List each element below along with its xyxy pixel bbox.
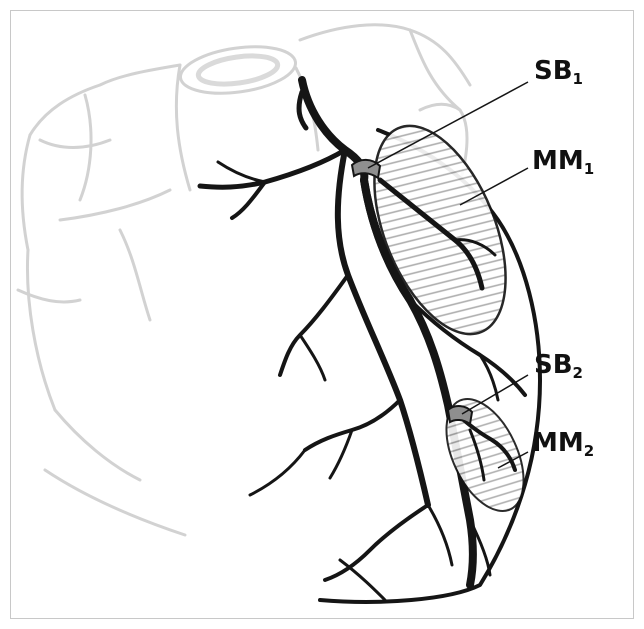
label-mm2-sub: 2 bbox=[584, 442, 594, 460]
label-sb2-sub: 2 bbox=[573, 364, 583, 382]
label-sb1-sub: 1 bbox=[573, 70, 583, 88]
label-mm2: MM2 bbox=[532, 430, 594, 459]
label-mm2-main: MM bbox=[532, 428, 584, 458]
aortic-root-outline bbox=[178, 40, 299, 100]
label-mm1-sub: 1 bbox=[584, 160, 594, 178]
label-sb1-main: SB bbox=[534, 56, 573, 86]
aortic-root-inner bbox=[197, 52, 280, 89]
label-sb2: SB2 bbox=[534, 352, 583, 381]
coronary-vessels bbox=[200, 80, 540, 602]
leader-line-sb2 bbox=[462, 375, 528, 414]
label-sb1: SB1 bbox=[534, 58, 583, 87]
label-mm1-main: MM bbox=[532, 146, 584, 176]
label-mm1: MM1 bbox=[532, 148, 594, 177]
label-sb2-main: SB bbox=[534, 350, 573, 380]
